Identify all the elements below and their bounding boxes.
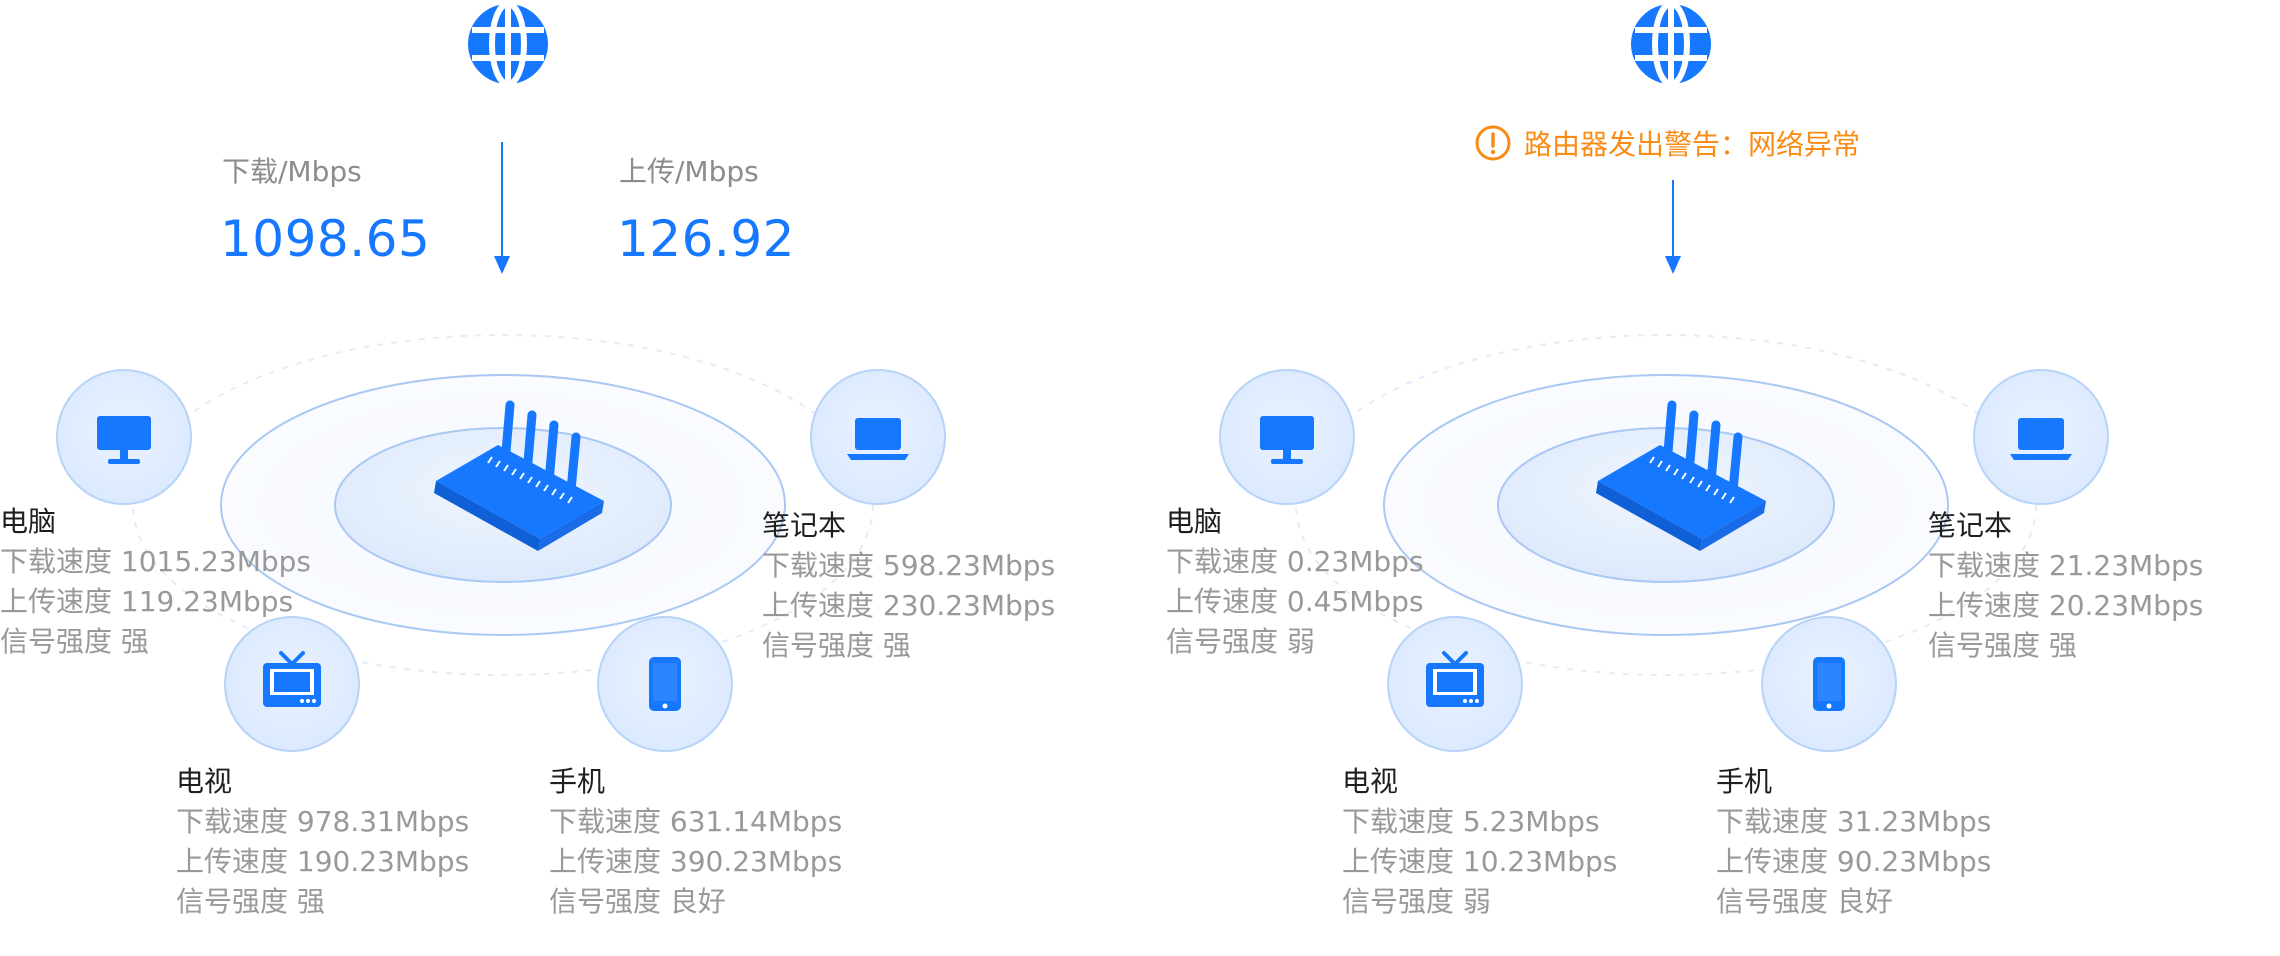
device-download: 下载速度 0.23Mbps bbox=[1166, 545, 1424, 578]
phone-device[interactable] bbox=[596, 615, 734, 753]
laptop-icon bbox=[810, 369, 946, 505]
arrow-down-icon bbox=[494, 142, 510, 274]
device-download: 下载速度 5.23Mbps bbox=[1342, 805, 1600, 838]
device-upload: 上传速度 230.23Mbps bbox=[762, 589, 1056, 622]
router-icon bbox=[1596, 400, 1766, 551]
alert-text: 路由器发出警告：网络异常 bbox=[1524, 128, 1861, 161]
computer-info: 电脑 下载速度 1015.23Mbps 上传速度 119.23Mbps 信号强度… bbox=[0, 502, 311, 662]
device-signal: 信号强度 弱 bbox=[1166, 625, 1315, 658]
upload-value: 126.92 bbox=[617, 210, 795, 268]
device-name: 笔记本 bbox=[762, 509, 847, 542]
laptop-device[interactable] bbox=[1972, 368, 2110, 506]
monitor-icon bbox=[1219, 369, 1355, 505]
device-download: 下载速度 1015.23Mbps bbox=[0, 545, 311, 578]
device-download: 下载速度 598.23Mbps bbox=[762, 549, 1056, 582]
arrow-down-icon bbox=[1665, 180, 1681, 274]
device-download: 下载速度 978.31Mbps bbox=[176, 805, 470, 838]
router-icon bbox=[434, 400, 604, 551]
phone-icon bbox=[1761, 616, 1897, 752]
device-name: 电脑 bbox=[0, 505, 57, 538]
device-signal: 信号强度 强 bbox=[176, 885, 325, 918]
laptop-device[interactable] bbox=[809, 368, 947, 506]
device-upload: 上传速度 10.23Mbps bbox=[1342, 845, 1618, 878]
device-name: 电视 bbox=[1342, 765, 1399, 798]
device-name: 笔记本 bbox=[1928, 509, 2013, 542]
globe-icon bbox=[468, 1, 548, 87]
device-upload: 上传速度 0.45Mbps bbox=[1166, 585, 1424, 618]
tv-icon bbox=[224, 616, 360, 752]
device-signal: 信号强度 强 bbox=[1928, 629, 2077, 662]
globe-icon bbox=[1631, 1, 1711, 87]
upload-label: 上传/Mbps bbox=[619, 155, 759, 188]
device-upload: 上传速度 119.23Mbps bbox=[0, 585, 294, 618]
tv-info: 电视 下载速度 5.23Mbps 上传速度 10.23Mbps 信号强度 弱 bbox=[1342, 762, 1617, 922]
laptop-info: 笔记本 下载速度 598.23Mbps 上传速度 230.23Mbps 信号强度… bbox=[762, 506, 1055, 666]
device-upload: 上传速度 390.23Mbps bbox=[549, 845, 843, 878]
device-download: 下载速度 31.23Mbps bbox=[1716, 805, 1992, 838]
download-label: 下载/Mbps bbox=[222, 155, 362, 188]
device-download: 下载速度 631.14Mbps bbox=[549, 805, 843, 838]
network-alert: 路由器发出警告：网络异常 bbox=[1474, 123, 1860, 163]
warning-icon bbox=[1475, 125, 1511, 161]
device-name: 手机 bbox=[549, 765, 606, 798]
device-signal: 信号强度 弱 bbox=[1342, 885, 1491, 918]
left-network-panel: 下载/Mbps 1098.65 上传/Mbps 126.92 bbox=[0, 1, 1056, 922]
device-upload: 上传速度 20.23Mbps bbox=[1928, 589, 2204, 622]
tv-device[interactable] bbox=[1386, 615, 1524, 753]
phone-info: 手机 下载速度 631.14Mbps 上传速度 390.23Mbps 信号强度 … bbox=[549, 762, 842, 922]
device-name: 电视 bbox=[176, 765, 233, 798]
tv-device[interactable] bbox=[223, 615, 361, 753]
right-network-panel: 路由器发出警告：网络异常 电脑 下载速度 0.23Mbps bbox=[1160, 0, 2280, 956]
device-upload: 上传速度 90.23Mbps bbox=[1716, 845, 1992, 878]
computer-device[interactable] bbox=[55, 368, 193, 506]
tv-icon bbox=[1387, 616, 1523, 752]
monitor-icon bbox=[56, 369, 192, 505]
device-name: 手机 bbox=[1716, 765, 1773, 798]
device-download: 下载速度 21.23Mbps bbox=[1928, 549, 2204, 582]
device-signal: 信号强度 良好 bbox=[1716, 885, 1893, 918]
computer-device[interactable] bbox=[1218, 368, 1356, 506]
download-value: 1098.65 bbox=[220, 210, 431, 268]
phone-device[interactable] bbox=[1760, 615, 1898, 753]
laptop-info: 笔记本 下载速度 21.23Mbps 上传速度 20.23Mbps 信号强度 强 bbox=[1928, 506, 2203, 666]
tv-info: 电视 下载速度 978.31Mbps 上传速度 190.23Mbps 信号强度 … bbox=[176, 762, 469, 922]
laptop-icon bbox=[1973, 369, 2109, 505]
device-name: 电脑 bbox=[1166, 505, 1223, 538]
device-signal: 信号强度 强 bbox=[762, 629, 911, 662]
device-signal: 信号强度 强 bbox=[0, 625, 149, 658]
phone-info: 手机 下载速度 31.23Mbps 上传速度 90.23Mbps 信号强度 良好 bbox=[1716, 762, 1991, 922]
computer-info: 电脑 下载速度 0.23Mbps 上传速度 0.45Mbps 信号强度 弱 bbox=[1166, 502, 1424, 662]
phone-icon bbox=[597, 616, 733, 752]
device-signal: 信号强度 良好 bbox=[549, 885, 726, 918]
device-upload: 上传速度 190.23Mbps bbox=[176, 845, 470, 878]
